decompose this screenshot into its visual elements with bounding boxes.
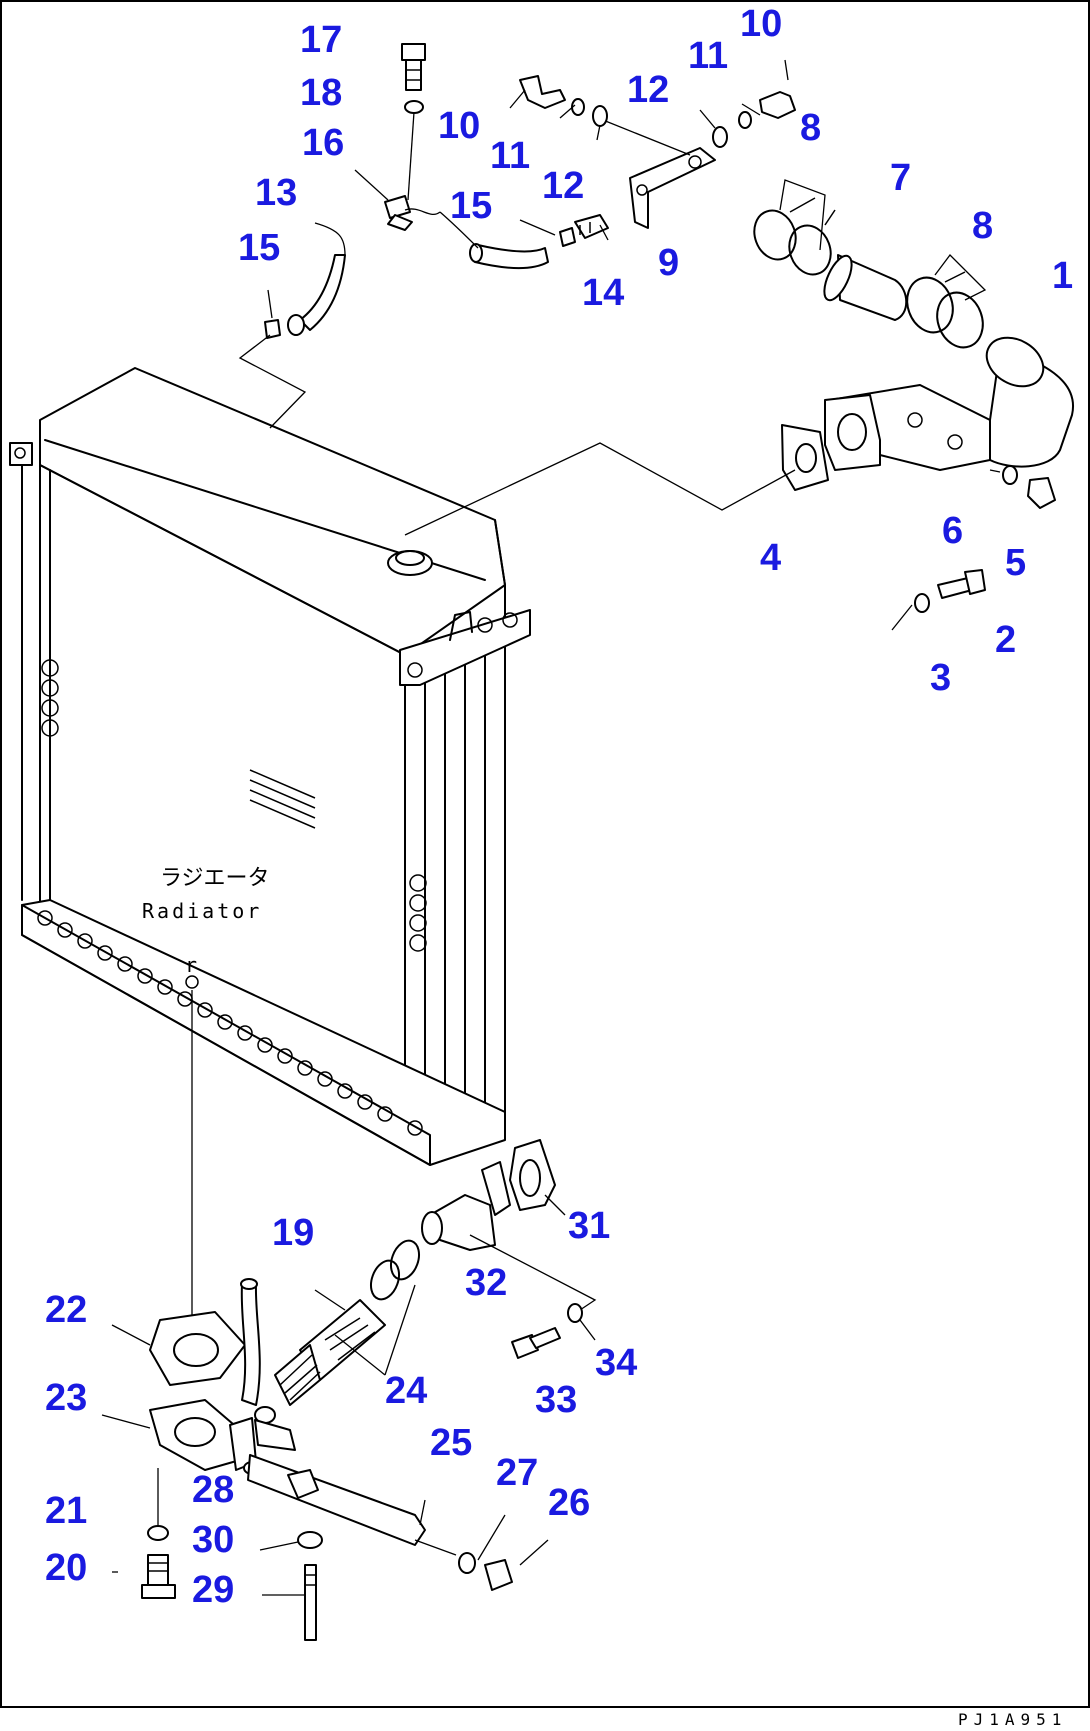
callout-19: 19 <box>272 1212 314 1254</box>
callout-23: 23 <box>45 1377 87 1419</box>
part-9-bracket <box>629 147 716 229</box>
callout-2: 2 <box>995 619 1016 661</box>
callout-34: 34 <box>595 1342 637 1384</box>
part-15-hose <box>469 243 549 270</box>
radiator-body: r <box>9 367 531 1166</box>
callout-13: 13 <box>255 172 297 214</box>
callout-10-left: 10 <box>438 105 480 147</box>
part-18-washer <box>404 100 424 114</box>
callout-30: 30 <box>192 1519 234 1561</box>
part-12-washers <box>592 105 728 148</box>
callout-26: 26 <box>548 1482 590 1524</box>
callout-17: 17 <box>300 19 342 61</box>
radiator-label-jp: ラジエータ <box>160 866 270 891</box>
part-30-clamp <box>297 1531 323 1549</box>
callout-8-lower: 8 <box>972 205 993 247</box>
callout-1: 1 <box>1052 255 1073 297</box>
part-7-hose <box>823 254 908 321</box>
part-33-bolt <box>511 1327 561 1359</box>
callout-11-left: 11 <box>490 135 530 177</box>
part-6-washer <box>1002 465 1018 485</box>
part-32-elbow-pipe <box>421 1161 511 1251</box>
part-26-bolt <box>484 1559 513 1591</box>
part-24-hose-clamps <box>369 1239 421 1301</box>
callout-14: 14 <box>582 272 624 314</box>
part-14-fitting <box>574 214 609 239</box>
part-13-hose <box>287 254 346 336</box>
part-34-washer <box>567 1303 583 1323</box>
part-3-washer <box>914 593 930 613</box>
radiator-label-en: Radiator <box>142 899 262 923</box>
part-2-bolt <box>937 569 986 599</box>
callout-4: 4 <box>760 537 781 579</box>
callout-11-right: 11 <box>688 35 728 77</box>
part-10-bolts <box>519 75 796 119</box>
part-17-bolt <box>401 43 426 91</box>
figure-code: PJ1A951 <box>958 1710 1067 1729</box>
part-16-tee <box>384 195 413 231</box>
part-23-elbow <box>149 1399 257 1471</box>
part-31-gasket <box>509 1139 556 1211</box>
part-19-hose <box>274 1299 386 1406</box>
callout-22: 22 <box>45 1289 87 1331</box>
callout-29: 29 <box>192 1569 234 1611</box>
callout-18: 18 <box>300 72 342 114</box>
part-15-hose-clamps <box>264 227 576 339</box>
callout-12-left: 12 <box>542 165 584 207</box>
callout-10-right: 10 <box>740 3 782 45</box>
callout-8-upper: 8 <box>800 107 821 149</box>
callout-5: 5 <box>1005 542 1026 584</box>
callout-9: 9 <box>658 242 679 284</box>
callout-25: 25 <box>430 1422 472 1464</box>
callout-15-left: 15 <box>238 227 280 269</box>
part-22-gasket <box>149 1311 246 1386</box>
bottom-tank-bolts <box>37 910 423 1136</box>
callout-3: 3 <box>930 657 951 699</box>
callout-15-right: 15 <box>450 185 492 227</box>
svg-text:r: r <box>185 953 200 977</box>
callout-7: 7 <box>890 157 911 199</box>
callout-24: 24 <box>385 1370 427 1412</box>
part-21-washer <box>147 1525 169 1541</box>
callout-31: 31 <box>568 1205 610 1247</box>
callout-20: 20 <box>45 1547 87 1589</box>
pipe-flange <box>824 394 881 471</box>
callout-6: 6 <box>942 510 963 552</box>
callout-16: 16 <box>302 122 344 164</box>
callout-21: 21 <box>45 1490 87 1532</box>
part-27-washer <box>458 1552 476 1574</box>
part-4-gasket <box>781 424 829 491</box>
part-25-pipe <box>247 1406 426 1546</box>
callout-12-right: 12 <box>627 69 669 111</box>
callout-28: 28 <box>192 1469 234 1511</box>
part-5-bolt <box>1027 477 1056 509</box>
part-8-hose-clamps-left <box>753 197 836 276</box>
part-20-bolt <box>141 1554 176 1599</box>
part-29-tube <box>304 1564 317 1641</box>
callout-33: 33 <box>535 1379 577 1421</box>
part-8-hose-clamps-right <box>906 271 984 349</box>
callout-27: 27 <box>496 1452 538 1494</box>
callout-32: 32 <box>465 1262 507 1304</box>
